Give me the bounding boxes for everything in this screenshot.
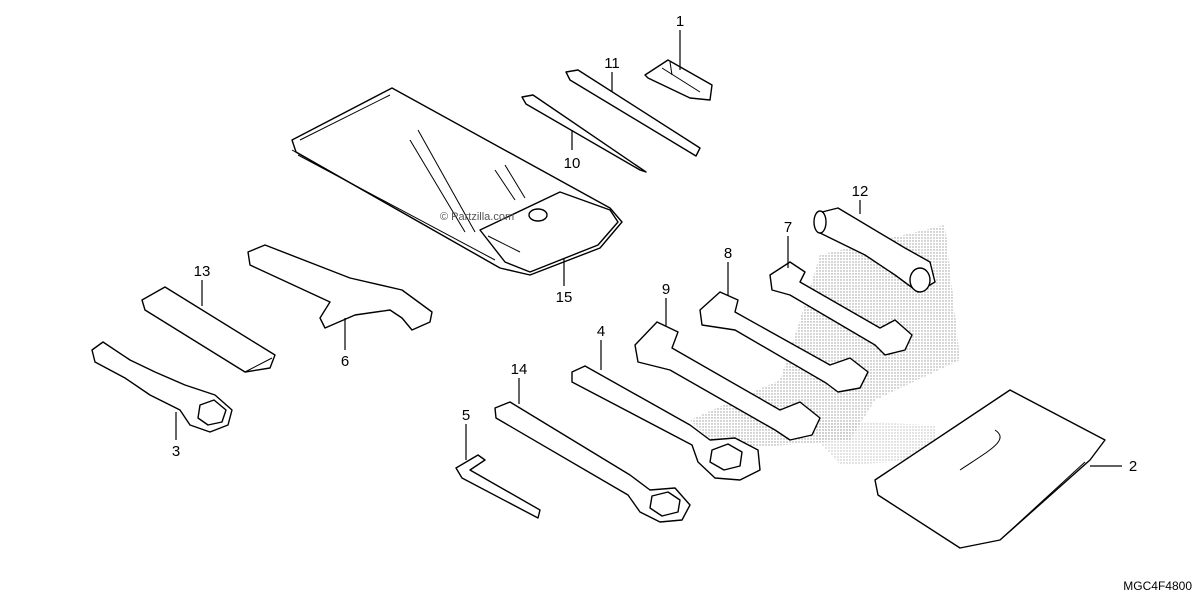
hex-key: [455, 454, 541, 519]
callout-4: 4: [597, 323, 605, 340]
callout-10: 10: [564, 155, 581, 172]
shade-area: [690, 225, 960, 465]
callout-7: 7: [784, 219, 792, 236]
ring-wrench-14: [494, 401, 691, 523]
callout-5: 5: [462, 407, 470, 424]
watermark: © Partzilla.com: [440, 211, 514, 223]
callout-11: 11: [604, 55, 620, 72]
strip-13: [141, 286, 276, 373]
callout-14: 14: [511, 361, 528, 378]
callout-3: 3: [172, 443, 180, 460]
socket-handle: [813, 207, 936, 293]
screwdriver-pointed: [521, 94, 647, 173]
screwdriver-flat: [565, 69, 701, 157]
wrench-8: [699, 291, 869, 393]
tool-bag: [291, 87, 623, 276]
pin-spanner: [247, 244, 433, 331]
wrench-7: [769, 261, 913, 356]
leader-lines: [175, 30, 1122, 467]
fuse-clip: [644, 59, 713, 101]
callout-13: 13: [194, 263, 211, 280]
callout-1: 1: [676, 13, 684, 30]
callout-12: 12: [852, 183, 869, 200]
callout-8: 8: [724, 245, 732, 262]
diagram-code: MGC4F4800: [1123, 579, 1192, 593]
tool-bag-2: [874, 389, 1106, 549]
callout-15: 15: [556, 289, 573, 306]
ring-wrench-4: [571, 365, 761, 481]
callout-6: 6: [341, 353, 349, 370]
plug-wrench: [91, 341, 233, 433]
wrench-9: [634, 321, 821, 441]
callout-9: 9: [662, 281, 670, 298]
callout-2: 2: [1129, 458, 1137, 475]
